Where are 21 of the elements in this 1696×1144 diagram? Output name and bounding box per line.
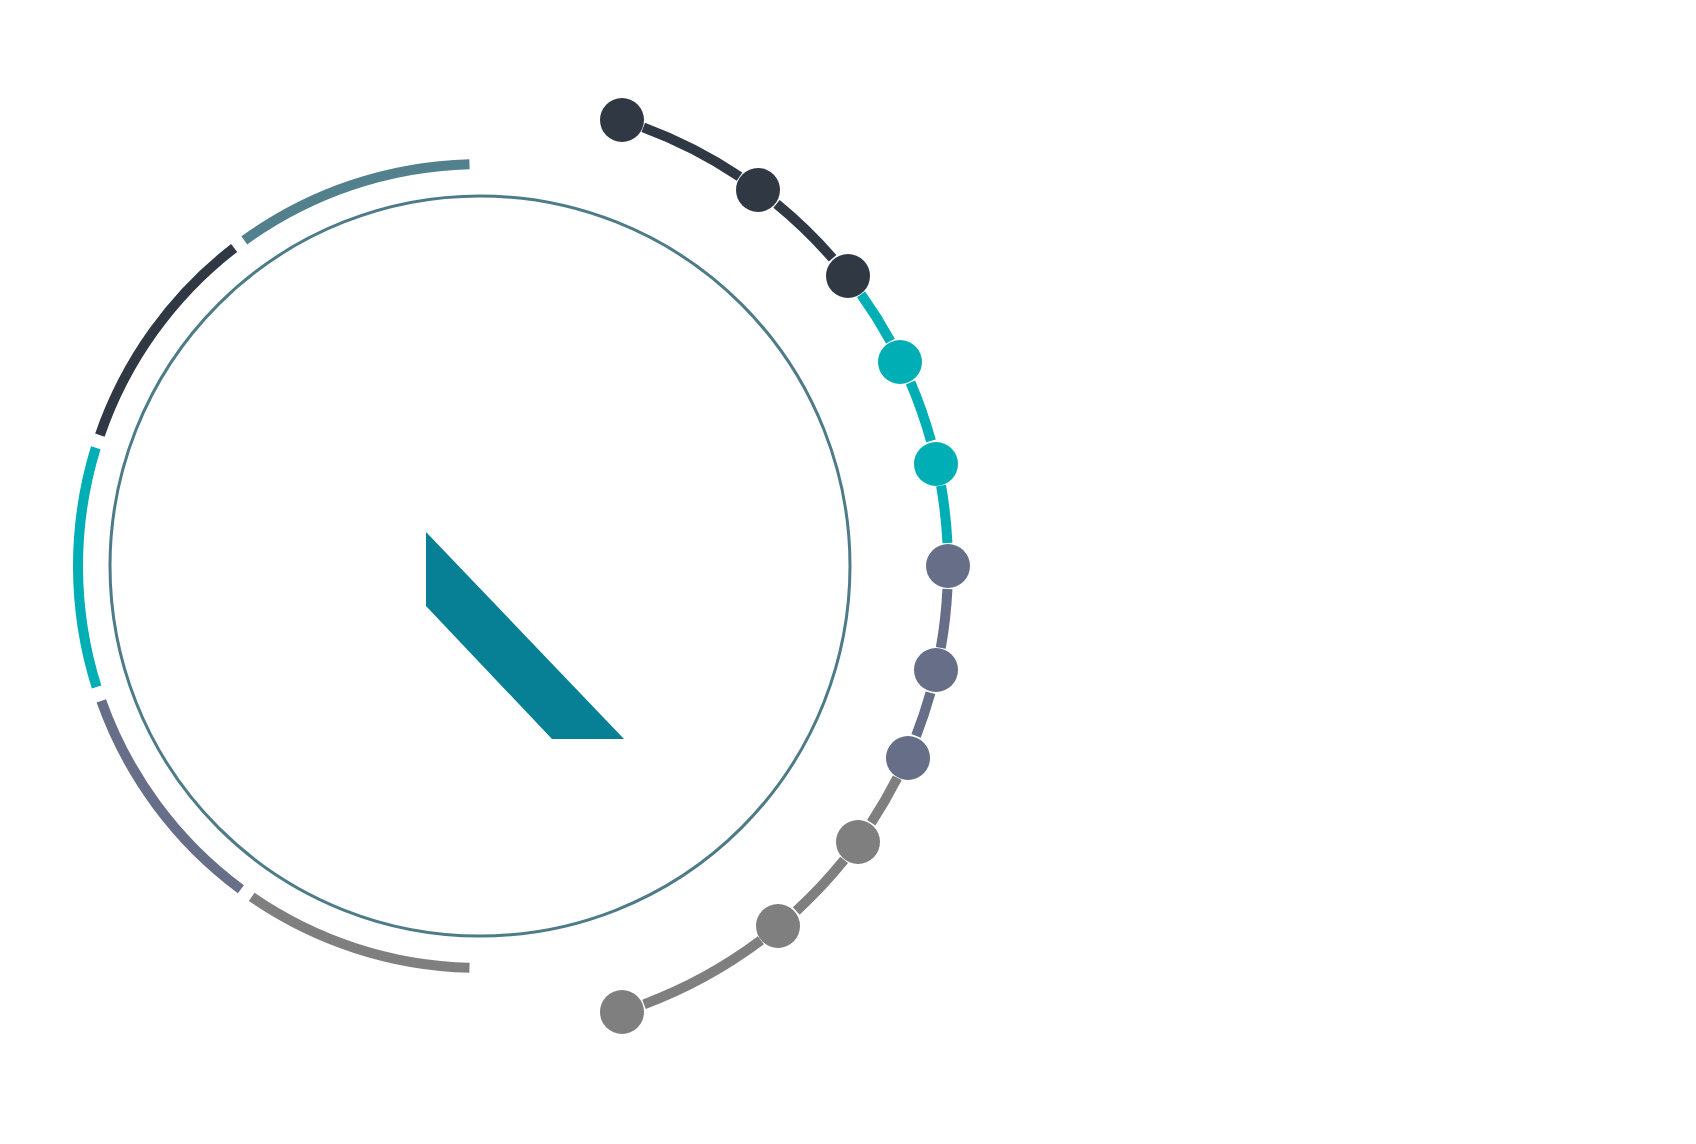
connector-line <box>642 936 764 1009</box>
timeline-dot <box>914 441 959 486</box>
connector-line <box>911 691 936 738</box>
timeline-dot <box>885 735 930 780</box>
timeline-dot <box>878 339 923 384</box>
timeline-dot <box>825 253 870 298</box>
timeline-dot <box>914 648 959 693</box>
timeline-dot <box>599 97 644 142</box>
connector-line <box>936 484 953 544</box>
connector-line <box>867 775 902 826</box>
timeline-dot <box>926 544 970 588</box>
connector-line <box>935 588 953 649</box>
timeline-dot <box>600 989 645 1034</box>
connector-line <box>905 380 936 443</box>
timeline-dot <box>736 167 781 212</box>
connector-line <box>641 122 743 181</box>
connector-line <box>792 856 848 915</box>
timeline-dot <box>756 904 801 949</box>
timeline-dot <box>836 819 881 864</box>
connector-line <box>773 200 837 262</box>
connector-line <box>856 291 895 344</box>
